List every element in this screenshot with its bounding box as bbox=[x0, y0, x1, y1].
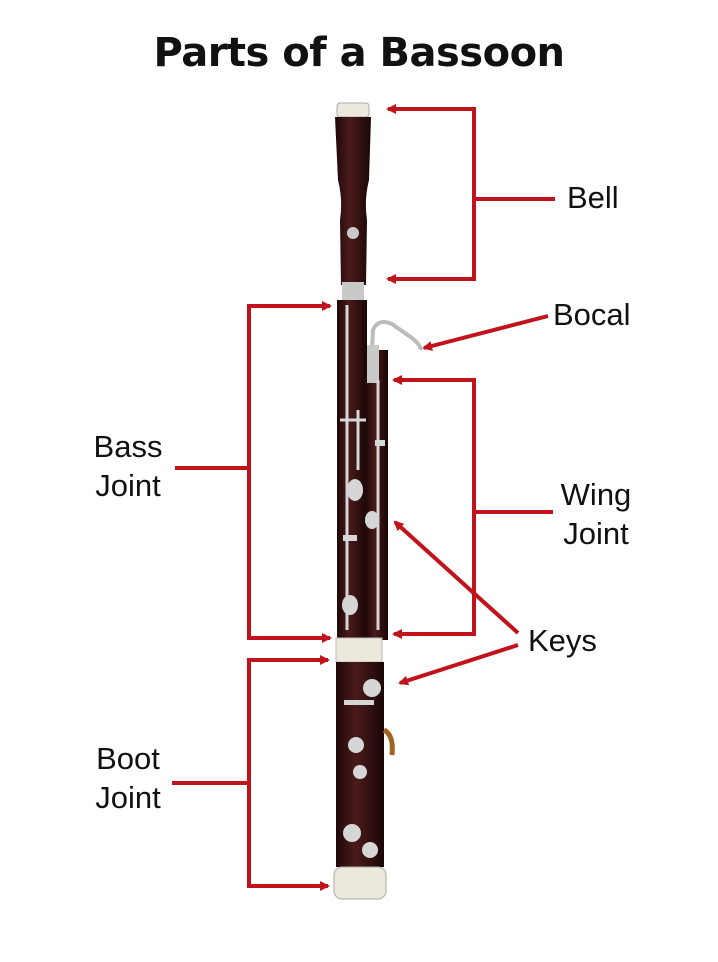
bassoon-illustration bbox=[333, 102, 423, 900]
boot-side-key bbox=[382, 727, 395, 756]
label-bocal: Bocal bbox=[553, 297, 631, 332]
annotation-lines bbox=[172, 104, 555, 891]
bell-body bbox=[335, 117, 371, 285]
bell-cap bbox=[336, 102, 370, 118]
label-keys: Keys bbox=[528, 623, 597, 658]
upper-key-pads bbox=[342, 440, 385, 615]
label-wing-joint: Wing Joint bbox=[560, 477, 632, 551]
bocal-tube bbox=[370, 320, 423, 351]
bocal-arrow bbox=[422, 314, 549, 351]
wing-bracket bbox=[408, 378, 476, 636]
bass-bracket bbox=[247, 304, 320, 640]
diagram-title: Parts of a Bassoon bbox=[153, 30, 565, 76]
keys-arrow-upper bbox=[393, 520, 520, 635]
joint-ring bbox=[335, 637, 383, 663]
bocal-ferrule bbox=[367, 345, 379, 383]
boot-keys bbox=[343, 679, 381, 858]
boot-bracket bbox=[247, 658, 320, 888]
label-boot-joint: Boot Joint bbox=[95, 741, 161, 815]
upper-keys bbox=[340, 305, 380, 630]
bell-ring bbox=[342, 282, 364, 300]
label-bell: Bell bbox=[567, 180, 619, 215]
bass-joint-body bbox=[337, 300, 367, 640]
keys-arrow-lower bbox=[398, 643, 519, 686]
bell-key bbox=[347, 227, 359, 239]
label-bass-joint: Bass Joint bbox=[93, 429, 163, 503]
boot-cap bbox=[333, 866, 387, 900]
bell-bracket bbox=[394, 107, 476, 281]
